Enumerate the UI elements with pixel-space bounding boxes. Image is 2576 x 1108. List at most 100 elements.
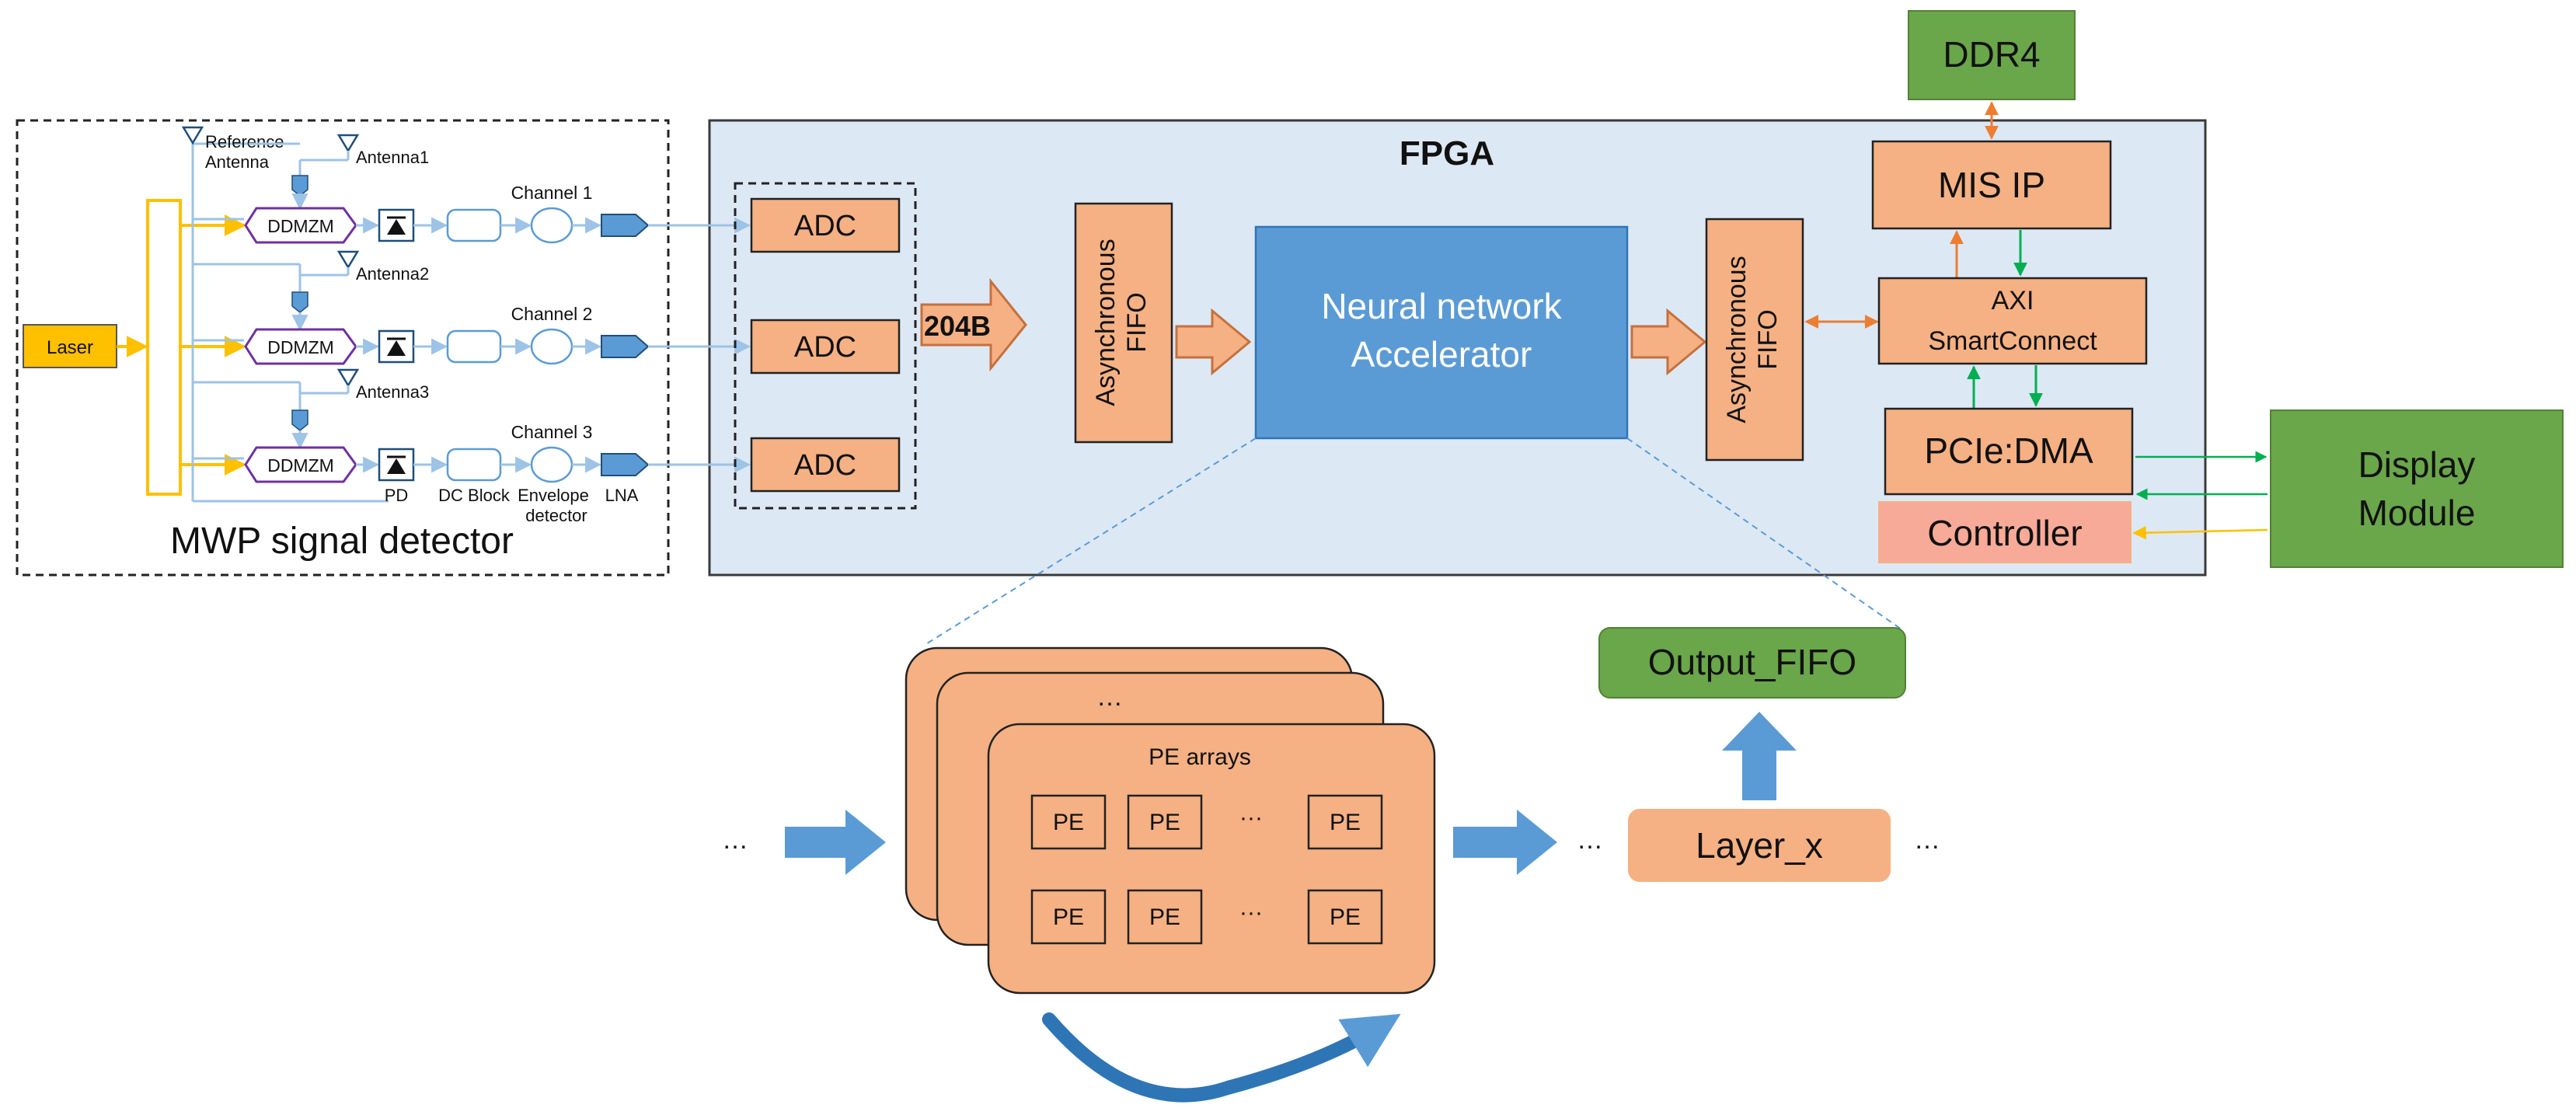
- channel-row-3: DDMZM Channel 3: [244, 422, 650, 483]
- svg-text:PE: PE: [1149, 904, 1180, 930]
- lna-label: LNA: [605, 486, 639, 505]
- antenna2-label: Antenna2: [356, 264, 429, 284]
- display-to-controller-arrow: [2132, 525, 2268, 540]
- svg-text:DDMZM: DDMZM: [267, 455, 334, 476]
- pe-cell: PE: [1030, 794, 1107, 850]
- reference-antenna-label-1: Reference: [205, 132, 284, 152]
- adc-1: ADC: [750, 197, 901, 253]
- envelope-detector-3: [530, 446, 573, 483]
- envelope-label-2: detector: [525, 506, 587, 525]
- reference-antenna-label-2: Antenna: [205, 152, 270, 172]
- svg-text:DDMZM: DDMZM: [267, 337, 334, 357]
- pe-cell: PE: [1127, 889, 1203, 945]
- axi-smartconnect-block: [1877, 277, 2148, 365]
- output-fifo-block: [1598, 627, 1906, 699]
- fpga-title: FPGA: [1400, 134, 1494, 172]
- channel-row-1: DDMZM Channel 1: [244, 183, 650, 244]
- flow-ellipsis-right: …: [1914, 825, 1940, 855]
- feed-row-3: [249, 381, 308, 450]
- adc-3: ADC: [750, 437, 901, 493]
- pe-row-dots: ···: [1239, 805, 1263, 831]
- svg-text:ADC: ADC: [794, 331, 856, 364]
- lna-2: [601, 335, 650, 358]
- display-module-label-2: Module: [2358, 493, 2476, 533]
- nn-accelerator-label-2: Accelerator: [1351, 334, 1532, 375]
- pe-row-dots: ···: [1239, 900, 1263, 925]
- ddmzm-2: [244, 328, 357, 365]
- jesd204b-arrow: [920, 277, 1027, 372]
- axi-label-2: SmartConnect: [1928, 326, 2097, 356]
- async-fifo-2: [1705, 218, 1804, 462]
- async-fifo-1-label-1: Asynchronous: [1091, 239, 1121, 406]
- nn-accelerator-label-1: Neural network: [1321, 286, 1562, 326]
- display-module-label-1: Display: [2358, 444, 2476, 485]
- antenna1-label: Antenna1: [356, 148, 429, 167]
- lna-1: [601, 214, 650, 237]
- ddr4-block: [1908, 10, 2076, 100]
- flow-ellipsis-left: …: [722, 825, 748, 855]
- dc-block-label: DC Block: [438, 486, 511, 505]
- layer-x-block: [1628, 809, 1891, 882]
- dc-block-2: [446, 329, 502, 364]
- fifo-to-nn-arrow: [1175, 308, 1252, 376]
- async-fifo-1: [1074, 202, 1173, 444]
- antenna3-label: Antenna3: [356, 382, 429, 402]
- layer-x-label: Layer_x: [1696, 825, 1823, 866]
- laser-block: [23, 324, 117, 368]
- pcie-dma-block: [1884, 407, 2134, 496]
- svg-text:PE: PE: [1053, 810, 1084, 835]
- reference-antenna-icon: [181, 126, 204, 145]
- antenna1-icon: [336, 134, 360, 153]
- pe-loop-arrow: [1042, 1012, 1401, 1103]
- svg-text:PE: PE: [1330, 810, 1361, 835]
- async-fifo-1-label-2: FIFO: [1122, 292, 1152, 352]
- feed-row-1: [249, 142, 308, 211]
- dc-block-1: [446, 208, 502, 242]
- envelope-detector-2: [530, 328, 573, 365]
- zoom-line-right: [1626, 437, 1905, 632]
- pe-cell: PE: [1127, 794, 1203, 850]
- channel-2-label: Channel 2: [511, 304, 593, 324]
- input-flow-arrow: [785, 810, 886, 875]
- mwp-title: MWP signal detector: [170, 521, 514, 562]
- pcie-dma-label: PCIe:DMA: [1924, 430, 2093, 471]
- pe-cell: PE: [1030, 889, 1107, 945]
- jesd204b-label: 204B: [924, 310, 991, 342]
- output-fifo-label: Output_FIFO: [1648, 642, 1856, 682]
- pe-stack-ellipsis: …: [1096, 682, 1123, 712]
- async-fifo-2-label-2: FIFO: [1753, 309, 1783, 369]
- laser-label: Laser: [47, 337, 93, 358]
- adc-group: [734, 182, 917, 510]
- channel-1-label: Channel 1: [511, 183, 593, 203]
- layer-to-output-arrow: [1722, 712, 1797, 800]
- antenna3-icon: [336, 368, 360, 388]
- controller-label: Controller: [1927, 513, 2082, 553]
- pe-cell: PE: [1307, 889, 1383, 945]
- channel-3-label: Channel 3: [511, 422, 593, 442]
- output-flow-arrow: [1453, 810, 1557, 875]
- controller-block: [1878, 501, 2132, 563]
- optical-splitter: [146, 199, 182, 496]
- svg-text:PE: PE: [1053, 904, 1084, 930]
- pe-cell: PE: [1307, 794, 1383, 850]
- svg-text:ADC: ADC: [794, 449, 856, 482]
- nn-to-fifo-arrow: [1630, 308, 1707, 376]
- adc-2: ADC: [750, 319, 901, 375]
- ddmzm-1: [244, 207, 357, 244]
- envelope-label-1: Envelope: [518, 486, 589, 505]
- display-module-block: [2270, 409, 2564, 568]
- pd-label: PD: [385, 486, 409, 505]
- ddr4-label: DDR4: [1943, 34, 2040, 75]
- dc-block-3: [446, 448, 502, 482]
- flow-ellipsis-mid: …: [1577, 825, 1603, 855]
- mis-ip-label: MIS IP: [1938, 165, 2045, 205]
- feed-row-2: [249, 263, 308, 332]
- ddmzm-3: [244, 446, 357, 483]
- svg-text:PE: PE: [1149, 810, 1180, 835]
- pe-arrays-label: PE arrays: [1149, 744, 1251, 770]
- svg-text:DDMZM: DDMZM: [267, 216, 334, 236]
- envelope-detector-1: [530, 207, 573, 244]
- async-fifo-2-label-1: Asynchronous: [1722, 256, 1752, 423]
- nn-accelerator: [1254, 225, 1629, 440]
